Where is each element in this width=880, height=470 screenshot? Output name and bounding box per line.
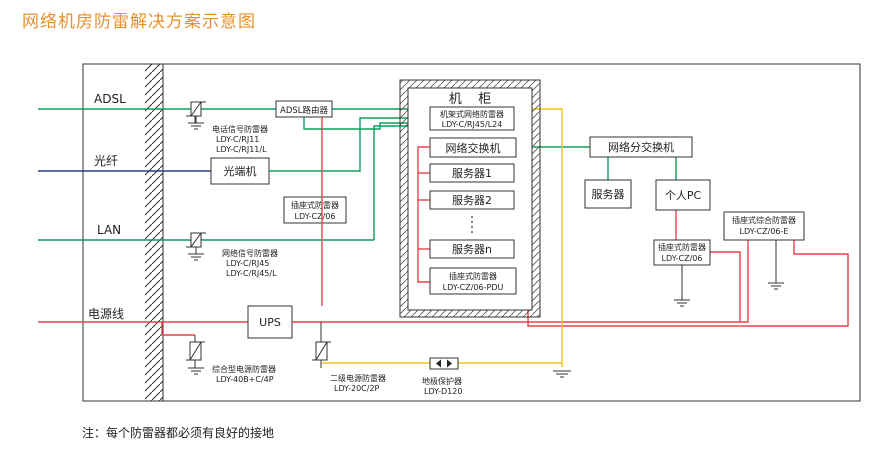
server-box — [584, 179, 632, 209]
net-protector-name: 网络信号防雷器 — [222, 248, 278, 258]
optical-terminal-box — [210, 157, 270, 185]
cabinet-socket-protector-box — [429, 267, 517, 295]
adsl-router-label: ADSL路由器 — [280, 105, 328, 116]
combo-socket-protector-box — [723, 211, 805, 241]
fiber-label: 光纤 — [94, 154, 118, 168]
optical-terminal-label: 光端机 — [224, 164, 257, 178]
pc-protector-ground-icon — [674, 265, 690, 307]
rack-protector-name: 机架式网络防雷器 — [440, 109, 504, 119]
pc-box — [655, 179, 711, 211]
combo-power-name: 综合型电源防雷器 — [212, 364, 276, 374]
pc-label: 个人PC — [665, 189, 702, 202]
building-wall — [145, 64, 163, 401]
network-switch-label: 网络交换机 — [446, 141, 501, 155]
cabinet-socket-name: 插座式防雷器 — [449, 271, 497, 281]
pc-socket-model: LDY-CZ/06 — [662, 254, 703, 263]
net-protector-model1: LDY-C/RJ45 — [226, 259, 269, 268]
ups-label: UPS — [259, 316, 281, 329]
combo-socket-model: LDY-CZ/06-E — [740, 227, 789, 236]
server-n-label: 服务器n — [452, 243, 492, 256]
main-ground-icon — [553, 370, 571, 378]
phone-protector-name: 电话信号防雷器 — [212, 124, 268, 134]
server-label: 服务器 — [592, 188, 625, 201]
pc-socket-name: 插座式防雷器 — [658, 242, 706, 252]
footnote: 注：每个防雷器都必须有良好的接地 — [82, 426, 275, 440]
combo-socket-name: 插座式综合防雷器 — [732, 215, 796, 225]
combo-protector-ground-icon — [768, 240, 784, 290]
rack-protector-model: LDY-C/RJ45/L24 — [442, 120, 503, 129]
ground-protector-icon — [429, 357, 459, 370]
pc-socket-protector-box — [653, 239, 711, 266]
lan-label: LAN — [97, 223, 121, 237]
cabinet-title: 机 柜 — [449, 92, 492, 107]
second-power-protector-icon — [312, 322, 331, 368]
cabinet-socket-model: LDY-CZ/06-PDU — [443, 283, 504, 292]
adsl-label: ADSL — [94, 92, 126, 106]
building-frame — [82, 63, 861, 402]
net-signal-protector — [186, 232, 206, 261]
server1-label: 服务器1 — [452, 167, 492, 180]
second-power-name: 二级电源防雷器 — [330, 373, 386, 383]
server1-box — [429, 163, 515, 183]
phone-signal-protector — [186, 101, 206, 130]
mid-socket-name: 插座式防雷器 — [291, 200, 339, 210]
server-n-box — [429, 239, 515, 259]
phone-protector-model2: LDY-C/RJ11/L — [216, 145, 267, 154]
mid-socket-protector-box — [283, 196, 347, 224]
sub-switch-box — [589, 136, 693, 158]
combo-power-protector-icon — [162, 334, 205, 375]
server2-label: 服务器2 — [452, 194, 492, 207]
power-label: 电源线 — [88, 307, 124, 321]
mid-socket-model: LDY-CZ/06 — [295, 212, 336, 221]
ground-protector-model: LDY-D120 — [424, 387, 462, 396]
rack-protector-box — [429, 106, 515, 131]
sub-switch-label: 网络分交换机 — [608, 140, 674, 154]
combo-power-model: LDY-40B+C/4P — [216, 375, 274, 384]
ups-box — [247, 305, 293, 339]
ground-protector-name: 地极保护器 — [422, 376, 462, 386]
net-protector-model2: LDY-C/RJ45/L — [226, 269, 277, 278]
diagram-title: 网络机房防雷解决方案示意图 — [22, 12, 256, 32]
server2-box — [429, 190, 515, 210]
second-power-model: LDY-20C/2P — [334, 384, 380, 393]
phone-protector-model1: LDY-C/RJ11 — [216, 135, 259, 144]
